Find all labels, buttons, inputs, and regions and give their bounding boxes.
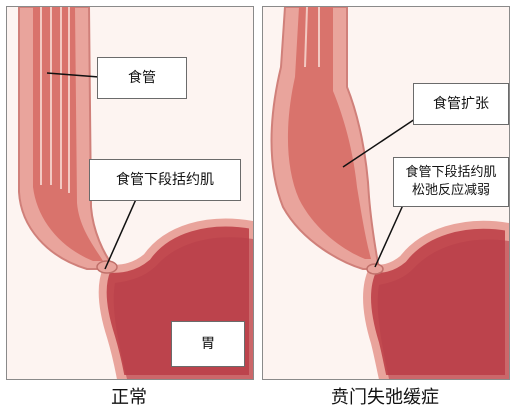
stomach-label: 胃 — [171, 321, 245, 367]
les-weak-label-line1: 食管下段括约肌 — [405, 165, 497, 180]
les-weak-label-line2: 松弛反应减弱 — [411, 183, 490, 198]
achalasia-caption: 贲门失弛缓症 — [331, 387, 439, 408]
normal-diagram-panel: 食管 食管下段括约肌 胃 — [6, 6, 254, 380]
les-sphincter-tight — [366, 263, 384, 275]
les-weak-pointer — [374, 204, 404, 268]
les-weak-label: 食管下段括约肌 松弛反应减弱 — [393, 157, 509, 207]
les-label: 食管下段括约肌 — [89, 159, 241, 201]
esophagus-label: 食管 — [97, 57, 187, 99]
esophagus-pointer — [46, 72, 100, 78]
les-pointer — [104, 196, 138, 270]
les-sphincter — [96, 260, 118, 274]
achalasia-anatomy-illustration — [270, 7, 509, 379]
normal-caption: 正常 — [111, 387, 147, 408]
dilation-pointer — [342, 118, 416, 168]
dilation-label: 食管扩张 — [413, 83, 509, 125]
achalasia-diagram-panel: 食管扩张 食管下段括约肌 松弛反应减弱 — [262, 6, 510, 380]
